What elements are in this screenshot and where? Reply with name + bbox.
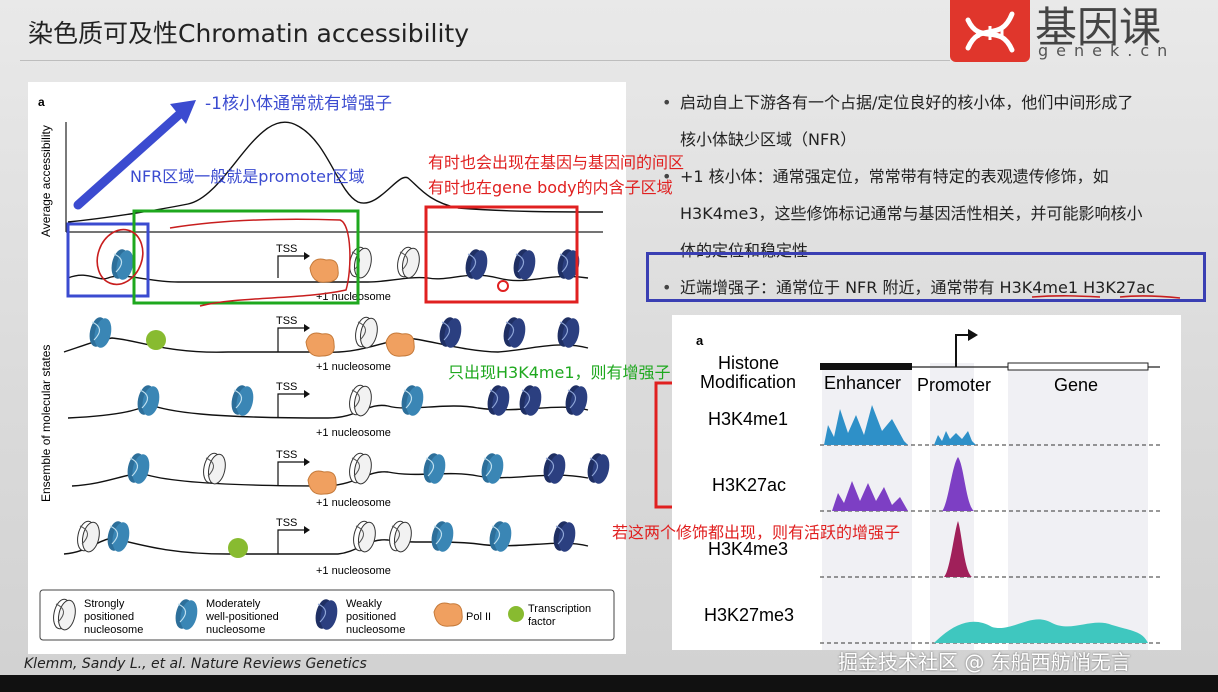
bullet-plus1-cont: H3K4me3，这些修饰标记通常与基因活性相关，并可能影响核小: [680, 204, 1143, 223]
legend-moderate-3: nucleosome: [206, 624, 265, 636]
tss-label-4: TSS: [276, 449, 297, 461]
legend-weak-1: Weakly: [346, 598, 382, 610]
track-h3k4me1-promoter: [934, 431, 976, 445]
plus1-label-4: +1 nucleosome: [316, 497, 391, 509]
plus1-label-5: +1 nucleosome: [316, 565, 391, 577]
bullet-nfr-cont: 核小体缺少区域（NFR）: [680, 130, 857, 149]
bullet-list: 启动自上下游各有一个占据/定位良好的核小体，他们中间形成了 核小体缺少区域（NF…: [662, 84, 1202, 306]
legend-tf-2: factor: [528, 616, 556, 628]
row-h3k27me3: H3K27me3: [704, 605, 794, 625]
col-promoter: Promoter: [917, 375, 991, 395]
tss-label-1: TSS: [276, 243, 297, 255]
plus1-label-2: +1 nucleosome: [316, 361, 391, 373]
col-enhancer: Enhancer: [824, 373, 901, 393]
left-figure: a Average accessibility Ensemble of mole…: [28, 82, 626, 654]
tss-label-2: TSS: [276, 315, 297, 327]
logo-text: 基因课: [1035, 3, 1162, 52]
annotation-intergenic-1: 有时也会出现在基因与基因间的间区: [428, 153, 685, 172]
watermark: 掘金技术社区 @ 东船西舫悄无言: [838, 650, 1131, 674]
slide: 染色质可及性Chromatin accessibility 基因课 genek.…: [0, 0, 1218, 675]
row-h3k27ac: H3K27ac: [712, 475, 786, 495]
legend-polII: Pol II: [466, 611, 491, 623]
plus1-label-1: +1 nucleosome: [316, 291, 391, 303]
y-axis-label-ensemble: Ensemble of molecular states: [39, 345, 53, 502]
nucleosome-diagram: a Average accessibility Ensemble of mole…: [38, 95, 615, 641]
plus1-label-3: +1 nucleosome: [316, 427, 391, 439]
legend-moderate-1: Moderately: [206, 598, 261, 610]
track-h3k4me3-promoter: [944, 521, 972, 577]
legend-strong-2: positioned: [84, 611, 134, 623]
logo-dna-icon: [950, 0, 1030, 62]
right-figure: a Histone Modification Enhancer Promoter…: [672, 315, 1181, 650]
annotation-minus1: -1核小体通常就有增强子: [205, 94, 392, 114]
legend-strong-3: nucleosome: [84, 624, 143, 636]
track-h3k27ac-promoter: [942, 457, 974, 511]
right-panel-label: a: [696, 333, 704, 348]
legend-moderate-2: well-positioned: [205, 611, 279, 623]
highlight-box: [646, 252, 1206, 302]
logo-subtext: genek.cn: [1038, 41, 1176, 60]
legend-strong-1: Strongly: [84, 598, 125, 610]
bullet-plus1-cont2: 体的定位和稳定性: [680, 241, 809, 260]
slide-title: 染色质可及性Chromatin accessibility: [28, 19, 470, 48]
panel-label: a: [38, 95, 45, 109]
bullet-nfr: 启动自上下游各有一个占据/定位良好的核小体，他们中间形成了: [662, 84, 1202, 121]
bottom-bar: [0, 675, 1218, 692]
annotation-nfr: NFR区域一般就是promoter区域: [130, 167, 365, 186]
col-gene: Gene: [1054, 375, 1098, 395]
tss-label-3: TSS: [276, 381, 297, 393]
accessibility-curve: [67, 121, 604, 223]
citation: Klemm, Sandy L., et al. Nature Reviews G…: [24, 656, 367, 672]
legend-weak-2: positioned: [346, 611, 396, 623]
track-h3k27me3-gene: [934, 619, 1148, 643]
annotation-intergenic-2: 有时也在gene body的内含子区域: [428, 178, 673, 197]
tss-label-5: TSS: [276, 517, 297, 529]
histone-tracks: a Histone Modification Enhancer Promoter…: [696, 329, 1160, 650]
y-axis-label-accessibility: Average accessibility: [39, 125, 53, 237]
bullet-plus1: +1 核小体：通常强定位，常常带有特定的表观遗传修饰，如: [662, 158, 1202, 195]
bullet-enhancer: 近端增强子：通常位于 NFR 附近，通常带有 H3K4me1 H3K27ac: [662, 269, 1202, 306]
track-h3k4me1-enhancer: [824, 405, 908, 445]
annotation-h3k4me1-only: 只出现H3K4me1，则有增强子: [448, 363, 671, 382]
title-divider: [20, 60, 950, 61]
annotation-both-marks: 若这两个修饰都出现，则有活跃的增强子: [612, 523, 901, 542]
legend-tf-1: Transcription: [528, 603, 591, 615]
track-h3k27ac-enhancer: [832, 481, 908, 511]
legend-weak-3: nucleosome: [346, 624, 405, 636]
header-modification: Modification: [700, 372, 796, 392]
header-histone: Histone: [718, 353, 779, 373]
row-h3k4me1: H3K4me1: [708, 409, 788, 429]
row-h3k4me3: H3K4me3: [708, 539, 788, 559]
